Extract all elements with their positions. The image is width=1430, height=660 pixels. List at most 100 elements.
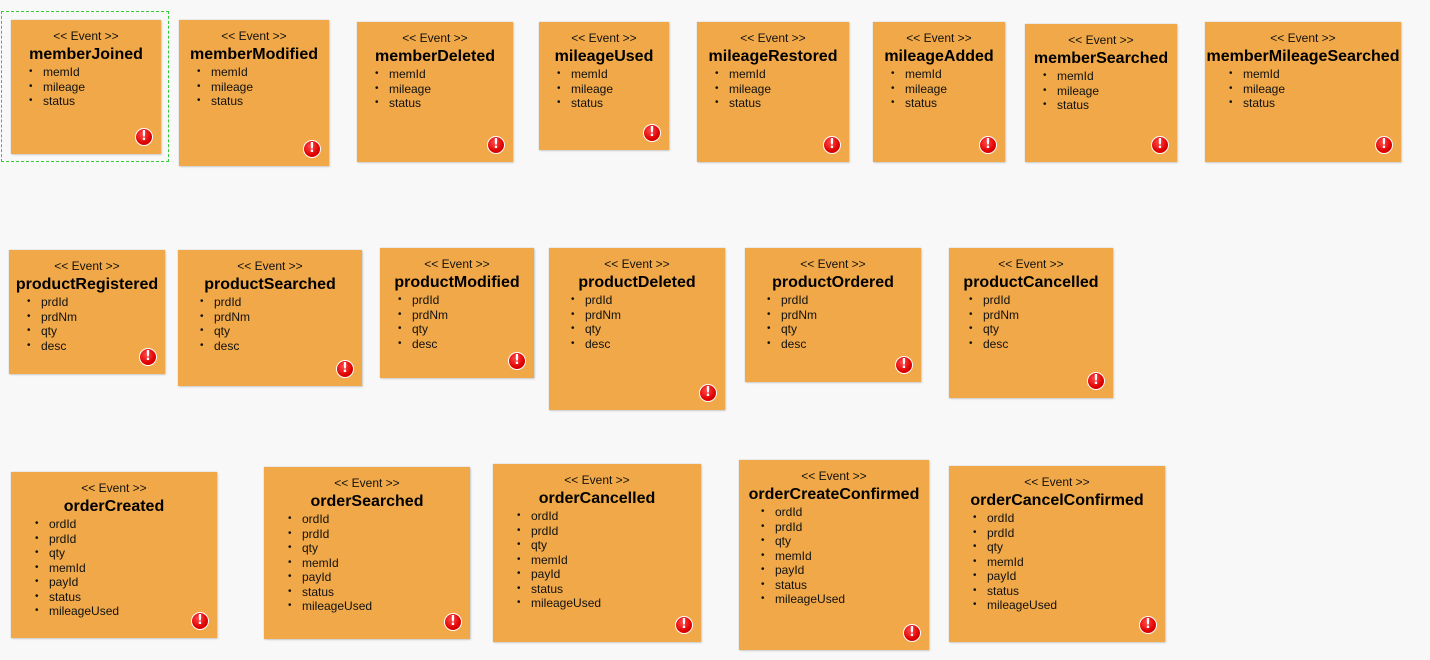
event-field-list: memIdmileagestatus <box>29 65 161 109</box>
event-field-list: memIdmileagestatus <box>1229 67 1401 111</box>
event-sticky-productModified[interactable]: << Event >>productModifiedprdIdprdNmqtyd… <box>380 248 534 378</box>
exclamation-icon[interactable]: ! <box>303 140 321 158</box>
event-name: orderCancelled <box>538 490 656 507</box>
event-stereotype: << Event >> <box>801 469 867 483</box>
event-field: qty <box>571 322 725 337</box>
event-field: qty <box>35 546 217 561</box>
exclamation-icon[interactable]: ! <box>508 352 526 370</box>
event-sticky-memberMileageSearched[interactable]: << Event >>memberMileageSearchedmemIdmil… <box>1205 22 1401 162</box>
event-field: payId <box>35 575 217 590</box>
event-stereotype: << Event >> <box>221 29 287 43</box>
event-field: payId <box>761 563 929 578</box>
event-field-list: ordIdprdIdqtymemIdpayIdstatusmileageUsed <box>35 517 217 619</box>
event-stereotype: << Event >> <box>604 257 670 271</box>
event-sticky-memberSearched[interactable]: << Event >> memberSearched memIdmileagesta… <box>1025 24 1177 162</box>
event-sticky-memberModified[interactable]: << Event >>memberModifiedmemIdmileagesta… <box>179 20 329 166</box>
event-field: status <box>197 94 329 109</box>
event-field: desc <box>571 337 725 352</box>
event-field: ordId <box>761 505 929 520</box>
exclamation-icon[interactable]: ! <box>979 136 997 154</box>
event-field: desc <box>27 339 165 354</box>
exclamation-icon[interactable]: ! <box>191 612 209 630</box>
event-field: mileage <box>891 82 1005 97</box>
event-sticky-orderCreated[interactable]: << Event >>orderCreatedordIdprdIdqtymemI… <box>11 472 217 638</box>
event-name: productModified <box>394 274 520 291</box>
event-field: qty <box>27 324 165 339</box>
event-sticky-mileageRestored[interactable]: << Event >>mileageRestoredmemIdmileagest… <box>697 22 849 162</box>
event-name: memberSearched <box>1033 50 1169 67</box>
event-stereotype: << Event >> <box>740 31 806 45</box>
exclamation-icon[interactable]: ! <box>903 624 921 642</box>
exclamation-icon[interactable]: ! <box>139 348 157 366</box>
event-field: mileage <box>557 82 669 97</box>
event-stereotype: << Event >> <box>54 259 120 273</box>
event-name: productRegistered <box>15 276 159 293</box>
event-stereotype: << Event >> <box>424 257 490 271</box>
exclamation-icon[interactable]: ! <box>643 124 661 142</box>
event-field: desc <box>969 337 1113 352</box>
event-stereotype: << Event >> <box>1024 475 1090 489</box>
event-stereotype: << Event >> <box>334 476 400 490</box>
event-field: mileage <box>1043 84 1177 99</box>
event-name: memberDeleted <box>374 48 496 65</box>
exclamation-icon[interactable]: ! <box>444 613 462 631</box>
event-field: mileage <box>375 82 513 97</box>
event-name: productCancelled <box>963 274 1099 291</box>
exclamation-icon[interactable]: ! <box>895 356 913 374</box>
event-field: prdId <box>571 293 725 308</box>
event-field-list: ordIdprdIdqtymemIdpayIdstatusmileageUsed <box>288 512 470 614</box>
event-sticky-orderCancelled[interactable]: << Event >> orderCancelled ordIdprdIdqtyme… <box>493 464 701 642</box>
event-sticky-mileageUsed[interactable]: << Event >>mileageUsedmemIdmileagestatus… <box>539 22 669 150</box>
event-sticky-orderCancelConfirmed[interactable]: << Event >>orderCancelConfirmedordIdprdI… <box>949 466 1165 642</box>
event-field: status <box>1043 98 1177 113</box>
event-sticky-memberDeleted[interactable]: << Event >>memberDeletedmemIdmileagestat… <box>357 22 513 162</box>
event-field: desc <box>200 339 362 354</box>
exclamation-icon[interactable]: ! <box>675 616 693 634</box>
exclamation-icon[interactable]: ! <box>135 128 153 146</box>
event-name: productOrdered <box>772 274 894 291</box>
exclamation-icon[interactable]: ! <box>1087 372 1105 390</box>
event-field: mileage <box>1229 82 1401 97</box>
exclamation-icon[interactable]: ! <box>1139 616 1157 634</box>
event-field: payId <box>973 569 1165 584</box>
event-field-list: ordIdprdIdqtymemIdpayIdstatusmileageUsed <box>517 509 701 611</box>
exclamation-icon[interactable]: ! <box>823 136 841 154</box>
event-stereotype: << Event >> <box>564 473 630 487</box>
event-field: prdNm <box>767 308 921 323</box>
event-stereotype: << Event >> <box>1068 33 1134 47</box>
event-field-list: prdIdprdNmqtydesc <box>571 293 725 351</box>
event-name: productSearched <box>204 276 336 293</box>
exclamation-icon[interactable]: ! <box>1151 136 1169 154</box>
event-sticky-orderCreateConfirmed[interactable]: << Event >>orderCreateConfirmedordIdprdI… <box>739 460 929 650</box>
event-sticky-mileageAdded[interactable]: << Event >>mileageAddedmemIdmileagestatu… <box>873 22 1005 162</box>
event-stereotype: << Event >> <box>53 29 119 43</box>
event-field: mileage <box>197 80 329 95</box>
event-stereotype: << Event >> <box>81 481 147 495</box>
event-field: prdId <box>35 532 217 547</box>
event-field: mileage <box>29 80 161 95</box>
exclamation-icon[interactable]: ! <box>1375 136 1393 154</box>
event-field: prdNm <box>200 310 362 325</box>
event-sticky-memberJoined[interactable]: << Event >>memberJoinedmemIdmileagestatu… <box>11 20 161 154</box>
event-field: memId <box>973 555 1165 570</box>
event-name: orderCreateConfirmed <box>748 486 920 503</box>
event-stereotype: << Event >> <box>1270 31 1336 45</box>
event-sticky-productRegistered[interactable]: << Event >>productRegisteredprdIdprdNmqt… <box>9 250 165 374</box>
event-field: memId <box>1043 69 1177 84</box>
event-field-list: prdIdprdNmqtydesc <box>200 295 362 353</box>
event-field: status <box>715 96 849 111</box>
exclamation-icon[interactable]: ! <box>699 384 717 402</box>
event-sticky-productOrdered[interactable]: << Event >>productOrderedprdIdprdNmqtyde… <box>745 248 921 382</box>
exclamation-icon[interactable]: ! <box>487 136 505 154</box>
event-sticky-orderSearched[interactable]: << Event >>orderSearchedordIdprdIdqtymem… <box>264 467 470 639</box>
event-field: status <box>517 582 701 597</box>
event-sticky-productCancelled[interactable]: << Event >>productCancelledprdIdprdNmqty… <box>949 248 1113 398</box>
event-field: ordId <box>35 517 217 532</box>
event-sticky-productSearched[interactable]: << Event >>productSearchedprdIdprdNmqtyd… <box>178 250 362 386</box>
event-field: prdId <box>767 293 921 308</box>
event-field: prdId <box>517 524 701 539</box>
event-sticky-productDeleted[interactable]: << Event >>productDeletedprdIdprdNmqtyde… <box>549 248 725 410</box>
exclamation-icon[interactable]: ! <box>336 360 354 378</box>
event-field: memId <box>891 67 1005 82</box>
event-field: qty <box>969 322 1113 337</box>
